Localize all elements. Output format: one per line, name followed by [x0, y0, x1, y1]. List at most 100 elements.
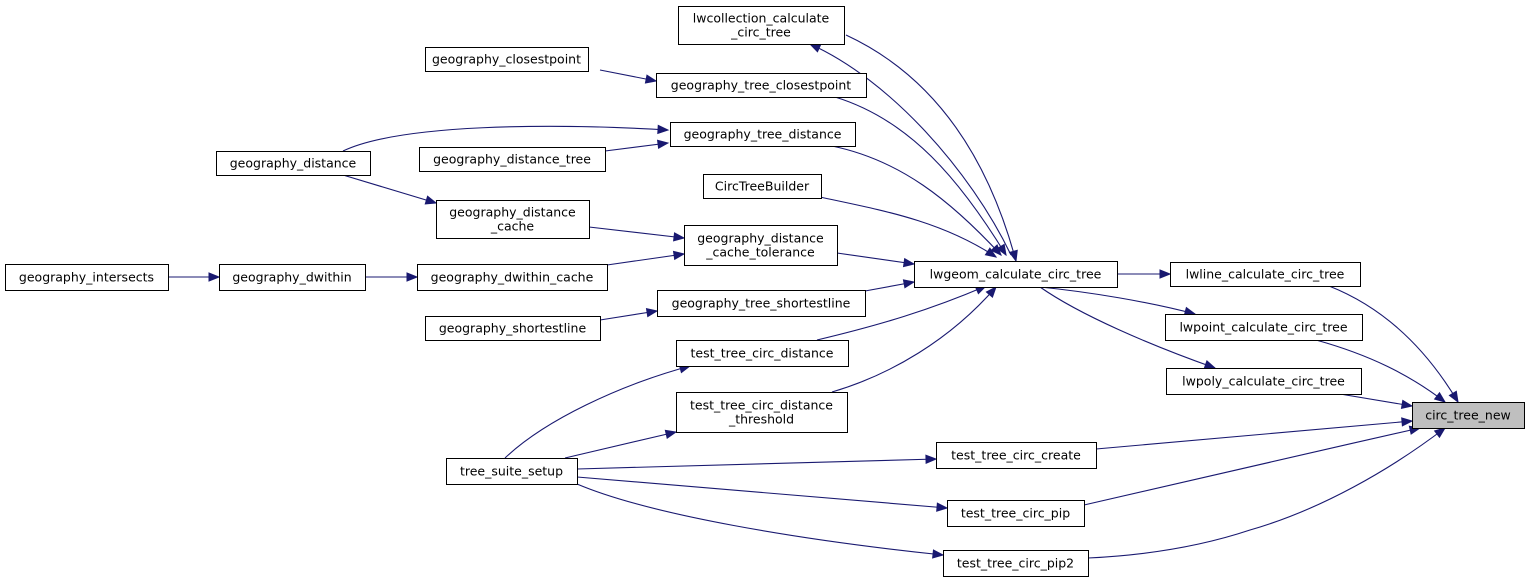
arrowhead	[644, 74, 658, 84]
arrowhead	[1433, 391, 1447, 403]
node-label: _threshold	[728, 412, 794, 427]
node-test-tree-circ-pip[interactable]: test_tree_circ_pip	[947, 500, 1085, 527]
arrowhead	[656, 139, 670, 150]
node-label: lwline_calculate_circ_tree	[1186, 267, 1345, 282]
arrowhead	[664, 429, 678, 440]
edge-test_tree_circ_distance_threshold-to-tree_suite_setup	[564, 429, 678, 459]
node-label: test_tree_circ_pip	[961, 506, 1070, 521]
node-geography-tree-closestpoint[interactable]: geography_tree_closestpoint	[656, 73, 867, 98]
nodes-layer: lwcollection_calculate_circ_tree geograph…	[5, 6, 1525, 577]
node-geography-tree-shortestline[interactable]: geography_tree_shortestline	[657, 290, 866, 317]
arrowhead	[1203, 360, 1217, 369]
node-box	[657, 290, 866, 317]
node-label: test_tree_circ_pip2	[957, 556, 1074, 571]
edge-test_tree_circ_pip2-to-tree_suite_setup	[576, 483, 945, 559]
node-lwpoly-calculate-circ-tree[interactable]: lwpoly_calculate_circ_tree	[1166, 368, 1362, 395]
edge-lwgeom_calculate_circ_tree-to-geography_tree_closestpoint	[834, 96, 1007, 257]
node-geography-distance[interactable]: geography_distance	[216, 151, 371, 176]
edge-geography_distance_cache_tolerance-to-geography_distance_cache	[588, 226, 686, 242]
edge-geography_distance_cache_tolerance-to-geography_dwithin_cache	[606, 250, 686, 266]
edge-lwgeom_calculate_circ_tree-to-geography_distance_cache_tolerance	[836, 252, 916, 268]
edge-line	[606, 253, 685, 266]
node-label: geography_intersects	[19, 270, 154, 285]
edge-lwgeom_calculate_circ_tree-to-geography_tree_shortestline	[864, 279, 916, 292]
node-lwcollection-calculate-circ-tree[interactable]: lwcollection_calculate_circ_tree	[678, 6, 845, 45]
edge-lwgeom_calculate_circ_tree-to-CircTreeBuilder	[819, 196, 998, 258]
node-CircTreeBuilder[interactable]: CircTreeBuilder	[703, 174, 822, 199]
node-label: lwcollection_calculate	[693, 11, 830, 26]
node-lwpoint-calculate-circ-tree[interactable]: lwpoint_calculate_circ_tree	[1165, 314, 1363, 341]
node-tree-suite-setup[interactable]: tree_suite_setup	[446, 458, 578, 485]
edge-line	[1328, 285, 1459, 403]
node-box	[216, 151, 371, 176]
edge-circ_tree_new-to-test_tree_circ_pip	[1083, 425, 1422, 506]
arrowhead	[902, 279, 916, 289]
edge-line	[588, 226, 685, 239]
edge-geography_tree_closestpoint-to-geography_closestpoint	[599, 69, 658, 84]
node-box	[425, 47, 589, 72]
node-geography-distance-cache-tolerance[interactable]: geography_distance_cache_tolerance	[684, 225, 838, 266]
node-label: test_tree_circ_create	[951, 448, 1081, 463]
arrowhead	[1401, 417, 1414, 427]
arrowhead	[985, 285, 997, 299]
arrowhead	[672, 250, 686, 261]
edge-line	[809, 43, 1012, 256]
edge-line	[836, 252, 915, 265]
edge-geography_distance_cache-to-geography_distance	[342, 174, 438, 205]
node-label: lwgeom_calculate_circ_tree	[930, 267, 1102, 282]
edge-line	[576, 476, 948, 509]
arrowhead	[645, 307, 659, 318]
edge-line	[1095, 420, 1413, 450]
edge-line	[831, 286, 997, 393]
edge-line	[604, 142, 669, 152]
arrowhead	[406, 272, 419, 282]
node-box	[446, 458, 578, 485]
node-geography-distance-tree[interactable]: geography_distance_tree	[419, 147, 606, 172]
node-test-tree-circ-distance-threshold[interactable]: test_tree_circ_distance_threshold	[676, 392, 848, 433]
node-geography-dwithin[interactable]: geography_dwithin	[219, 264, 366, 291]
arrowhead	[996, 243, 1007, 257]
edge-line	[576, 458, 937, 470]
edge-line	[342, 174, 437, 204]
node-label: test_tree_circ_distance	[690, 398, 833, 413]
arrowhead	[1400, 399, 1414, 409]
node-label: geography_distance	[449, 205, 576, 220]
node-box	[914, 261, 1118, 288]
node-box	[670, 122, 856, 147]
node-box	[947, 500, 1085, 527]
edge-lwgeom_calculate_circ_tree-to-geography_tree_distance	[831, 145, 1002, 256]
node-geography-intersects[interactable]: geography_intersects	[5, 264, 169, 291]
node-geography-dwithin-cache[interactable]: geography_dwithin_cache	[417, 264, 608, 291]
arrowhead	[902, 257, 916, 268]
node-test-tree-circ-distance[interactable]: test_tree_circ_distance	[676, 340, 849, 367]
node-box	[943, 550, 1089, 577]
edge-line	[831, 145, 1002, 256]
node-box	[417, 264, 608, 291]
arrowhead	[932, 549, 945, 559]
node-test-tree-circ-pip2[interactable]: test_tree_circ_pip2	[943, 550, 1089, 577]
edge-line	[576, 483, 944, 556]
node-box	[419, 147, 606, 172]
arrowhead	[808, 43, 822, 53]
node-lwgeom-calculate-circ-tree[interactable]: lwgeom_calculate_circ_tree	[914, 261, 1118, 288]
node-geography-shortestline[interactable]: geography_shortestline	[425, 316, 601, 341]
node-box	[5, 264, 169, 291]
edge-circ_tree_new-to-lwline_calculate_circ_tree	[1328, 285, 1459, 404]
arrowhead	[1433, 427, 1447, 439]
node-box	[1412, 402, 1525, 429]
node-geography-tree-distance[interactable]: geography_tree_distance	[670, 122, 856, 147]
edge-line	[1039, 286, 1216, 369]
node-geography-closestpoint[interactable]: geography_closestpoint	[425, 47, 589, 72]
node-test-tree-circ-create[interactable]: test_tree_circ_create	[936, 442, 1097, 469]
edge-circ_tree_new-to-test_tree_circ_pip2	[1087, 427, 1447, 559]
node-box	[1165, 314, 1363, 341]
arrowhead	[1448, 390, 1459, 404]
arrowhead	[925, 454, 938, 465]
node-label: test_tree_circ_distance	[691, 346, 834, 361]
edge-test_tree_circ_distance-to-tree_suite_setup	[504, 364, 692, 459]
node-label: geography_tree_shortestline	[672, 296, 851, 311]
arrowhead	[208, 272, 221, 282]
node-geography-distance-cache[interactable]: geography_distance_cache	[436, 200, 590, 239]
node-lwline-calculate-circ-tree[interactable]: lwline_calculate_circ_tree	[1170, 262, 1361, 287]
node-circ-tree-new[interactable]: circ_tree_new	[1412, 402, 1525, 429]
